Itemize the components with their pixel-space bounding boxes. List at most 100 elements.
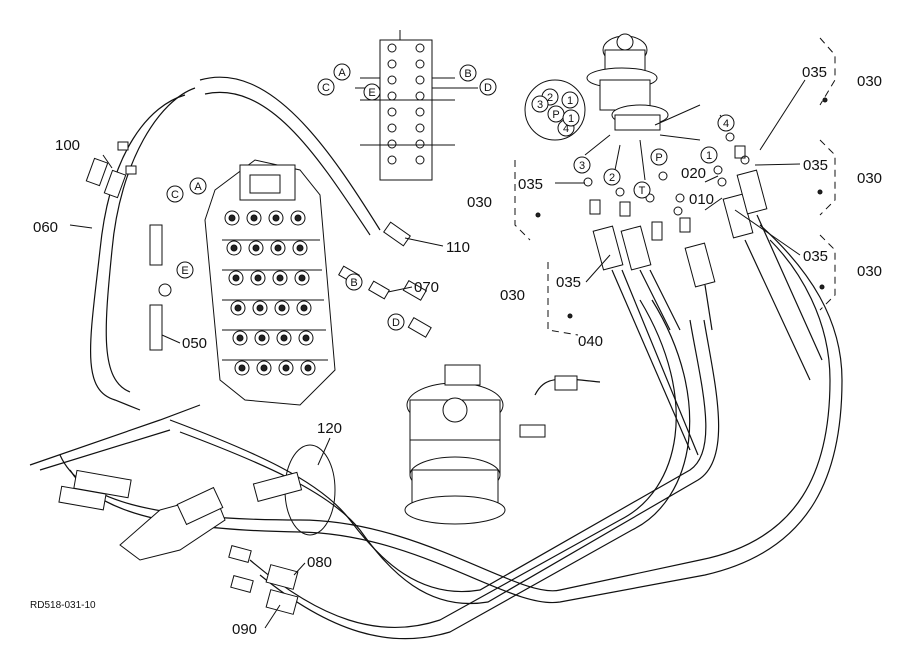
spool-port-core (296, 244, 304, 252)
circled-marker-1: 1 (700, 146, 718, 164)
pilot-port-legend (524, 79, 586, 141)
callout-070: 070 (414, 279, 439, 296)
spool-port-core (254, 274, 262, 282)
spool-port-core (238, 364, 246, 372)
svg-text:3: 3 (537, 99, 543, 111)
svg-text:4: 4 (563, 123, 569, 135)
spool-port-core (276, 274, 284, 282)
schematic-port (415, 43, 425, 53)
hose-band (252, 444, 336, 536)
svg-text:C: C (171, 189, 179, 201)
callout-035-top: 035 (802, 64, 827, 81)
svg-text:3: 3 (579, 160, 585, 172)
spool-port-core (302, 334, 310, 342)
svg-text:2: 2 (609, 172, 615, 184)
port-schematic (355, 30, 478, 181)
svg-text:1: 1 (568, 113, 574, 125)
circled-marker-d: D (479, 78, 497, 96)
spool-port-core (258, 334, 266, 342)
callout-010: 010 (689, 191, 714, 208)
group-brackets (514, 37, 836, 336)
callout-100: 100 (55, 137, 80, 154)
callout-labels: 100 060 050 110 070 120 080 090 035 030 … (33, 64, 882, 638)
circled-marker-3: 3 (573, 156, 591, 174)
circled-marker-c: C (166, 185, 184, 203)
callout-035-mid: 035 (803, 157, 828, 174)
spool-port-core (280, 334, 288, 342)
circled-marker-p: P (650, 148, 668, 166)
spool-port-core (282, 364, 290, 372)
svg-text:B: B (464, 68, 471, 80)
schematic-port (415, 59, 425, 69)
callout-030-top: 030 (857, 73, 882, 90)
spool-port-core (298, 274, 306, 282)
schematic-port (415, 123, 425, 133)
svg-text:2: 2 (547, 92, 553, 104)
schematic-port (387, 43, 397, 53)
callout-020: 020 (681, 165, 706, 182)
callout-050: 050 (182, 335, 207, 352)
callout-030-low: 030 (500, 287, 525, 304)
callout-035-left: 035 (518, 176, 543, 193)
circled-marker-1: 1 (561, 91, 579, 109)
schematic-port (387, 107, 397, 117)
spool-port-core (230, 244, 238, 252)
callout-110: 110 (446, 239, 470, 256)
circled-marker-a: A (333, 63, 351, 81)
svg-text:1: 1 (567, 95, 573, 107)
schematic-port (415, 91, 425, 101)
spool-port-core (252, 244, 260, 252)
svg-text:E: E (368, 87, 375, 99)
callout-030-right: 030 (857, 263, 882, 280)
spool-port-core (278, 304, 286, 312)
callout-060: 060 (33, 219, 58, 236)
svg-text:D: D (392, 317, 400, 329)
spool-port-core (272, 214, 280, 222)
circled-marker-3: 3 (531, 95, 549, 113)
svg-text:E: E (181, 265, 188, 277)
valve-fittings (85, 141, 432, 351)
schematic-port (415, 155, 425, 165)
schematic-port (415, 139, 425, 149)
circled-marker-2: 2 (603, 168, 621, 186)
schematic-port (387, 59, 397, 69)
pilot-valve (586, 33, 669, 131)
spool-port-core (250, 214, 258, 222)
schematic-port (387, 91, 397, 101)
control-valve-assembly (204, 159, 336, 406)
circled-marker-t: T (633, 181, 651, 199)
schematic-port (387, 139, 397, 149)
swivel-motor-assembly (404, 364, 601, 525)
circled-marker-e: E (363, 83, 381, 101)
spool-port-core (294, 214, 302, 222)
schematic-port (415, 75, 425, 85)
schematic-port (415, 107, 425, 117)
callout-030-mid: 030 (857, 170, 882, 187)
spool-port-core (274, 244, 282, 252)
callout-035-right: 035 (803, 248, 828, 265)
spool-port-core (234, 304, 242, 312)
callout-090: 090 (232, 621, 257, 638)
callout-035-low: 035 (556, 274, 581, 291)
drawing-reference: RD518-031-10 (30, 600, 96, 611)
callout-040: 040 (578, 333, 603, 350)
svg-text:4: 4 (723, 118, 729, 130)
svg-text:A: A (194, 181, 202, 193)
svg-text:P: P (655, 152, 662, 164)
spool-port-core (260, 364, 268, 372)
spool-port-core (236, 334, 244, 342)
svg-text:1: 1 (706, 150, 712, 162)
circled-marker-a: A (189, 177, 207, 195)
callout-080: 080 (307, 554, 332, 571)
circled-marker-e: E (176, 261, 194, 279)
pilot-hoses (589, 145, 823, 456)
spool-port-core (228, 214, 236, 222)
schematic-port (387, 123, 397, 133)
svg-text:A: A (338, 67, 346, 79)
o-rings (583, 132, 750, 216)
callout-120: 120 (317, 420, 342, 437)
circled-marker-c: C (317, 78, 335, 96)
callout-030-left: 030 (467, 194, 492, 211)
